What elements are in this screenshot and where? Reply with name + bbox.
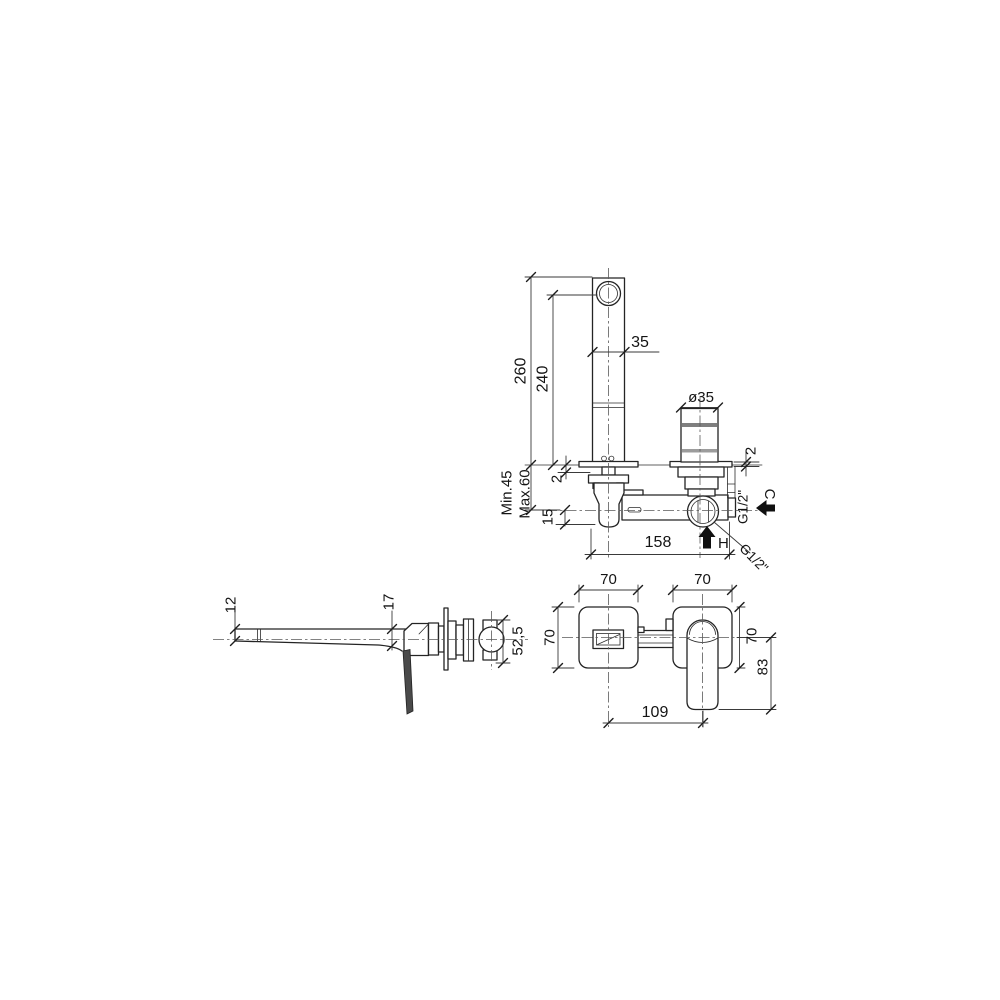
top-view-dimensions [524,271,760,560]
lever-handle-profile [402,649,414,715]
cold-water-arrow-icon [756,500,775,516]
cold-marker-label: C [761,489,778,500]
dim-depth-min-label: Min.45 [498,470,515,515]
dim-spout-plate-height-label: 70 [541,629,558,646]
dim-handle-below-center-label: 83 [754,659,771,676]
dim-depth-max-label: Max.60 [516,469,533,518]
dim-aerator-height-label: 240 [535,366,552,393]
hot-thread-leader [713,521,751,554]
rough-in-body-plan [587,407,737,528]
hot-thread-label: G1/2" [736,541,771,576]
cold-inlet-stub [727,497,737,518]
side-view-dimensions [229,610,511,669]
hot-inlet-port [686,495,720,528]
dim-left-plate-thickness-label: 2 [548,475,565,483]
mixer-body-profile [402,607,505,715]
hot-marker-label: H [718,535,729,552]
top-view: 260 240 35 ø35 Min.45 Max.60 2 15 2 158 … [498,268,778,576]
dim-spout-height-label: 260 [513,358,530,385]
dim-spout-plate-width-label: 70 [600,571,617,588]
dim-center-offset-label: 15 [539,509,556,526]
hot-water-arrow-icon [698,526,716,549]
dim-valve-body-height-label: 52,5 [509,626,526,655]
dim-spout-wall-height-label: 17 [380,594,397,611]
side-view: 12 17 52,5 [213,594,528,715]
dim-spout-width-label: 35 [631,334,649,351]
cold-thread-label: G1/2" [736,490,751,524]
dim-spout-tip-height-label: 12 [222,597,239,614]
front-view: 70 70 70 70 83 109 [541,571,777,729]
dim-handle-plate-height-label: 70 [743,628,760,645]
front-view-dimensions [551,584,777,729]
cartridge-cylinder [680,407,719,463]
spout-elbow [593,482,625,528]
connecting-body-front [637,618,674,649]
dim-center-distance-label: 109 [642,704,669,721]
dim-handle-plate-width-label: 70 [694,571,711,588]
dim-right-plate-thickness-label: 2 [742,447,759,455]
dim-body-length-label: 158 [645,534,672,551]
dim-cartridge-diameter-label: ø35 [688,389,714,406]
